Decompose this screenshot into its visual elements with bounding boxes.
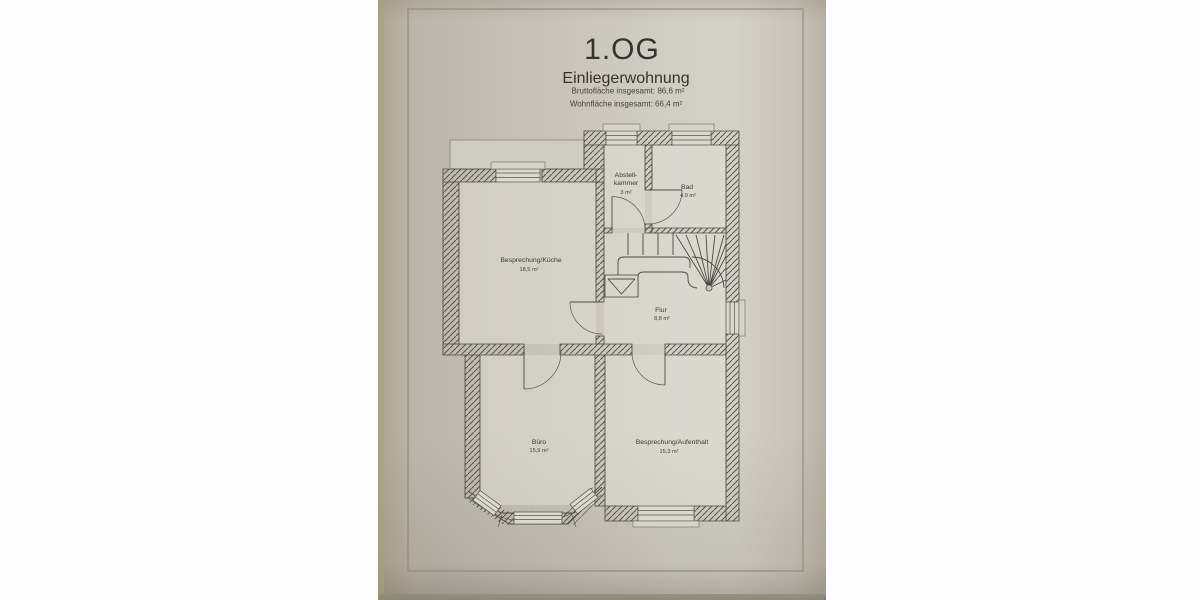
- window-flur-sill: [738, 299, 746, 337]
- area-besprechung-kueche: 18,5 m²: [520, 267, 539, 273]
- living-area-stat: Wohnfläche insgesamt: 66,4 m²: [570, 100, 683, 109]
- window-kueche-sill: [490, 161, 546, 170]
- window-besprechung-aufenthalt: [637, 505, 695, 522]
- area-bad: 4,9 m²: [680, 193, 696, 199]
- stair-handrail: [617, 256, 691, 275]
- window-abstellkammer-glazing: [606, 135, 637, 141]
- label-abstellkammer-line1: Abstell-: [615, 172, 638, 179]
- label-bad: Bad: [681, 184, 693, 191]
- staircase: [604, 233, 727, 298]
- stair-direction-arrow: [607, 278, 636, 295]
- doors: [523, 189, 683, 390]
- room-floor-abstellkammer: [604, 145, 645, 228]
- room-floor-bad: [652, 145, 726, 228]
- door-kueche-flur: [569, 301, 603, 335]
- window-bad-glazing: [672, 135, 711, 141]
- label-besprechung-aufenthalt: Besprechung/Aufenthalt: [636, 439, 709, 446]
- bay-window-center-glazing: [514, 515, 562, 520]
- bay-window-wall: [466, 486, 603, 528]
- label-buero: Büro: [532, 439, 547, 446]
- floor-plan: Abstell- kammer 3 m² Bad 4,9 m² Besprech…: [442, 123, 746, 528]
- window-abstellkammer-sill: [602, 123, 641, 132]
- drawing-frame: [407, 8, 804, 572]
- floor-label: 1.OG: [584, 33, 660, 66]
- door-buero: [523, 351, 562, 390]
- bay-window-left: [472, 490, 502, 516]
- window-flur: [725, 301, 740, 335]
- apartment-subtitle: Einliegerwohnung: [562, 70, 689, 87]
- window-bad: [671, 130, 712, 146]
- window-flur-glazing: [729, 302, 735, 334]
- stair-entry-landing: [604, 274, 639, 298]
- bay-window-right: [569, 487, 599, 515]
- window-kueche: [495, 168, 541, 183]
- window-besprechung-sill: [632, 520, 700, 528]
- windows: [490, 123, 746, 528]
- door-besprechung-aufenthalt: [631, 351, 666, 386]
- bay-window-center: [513, 511, 563, 525]
- stair-treads-straight: [627, 233, 674, 255]
- door-bad: [647, 189, 683, 225]
- window-abstellkammer: [605, 130, 638, 146]
- label-besprechung-kueche: Besprechung/Küche: [500, 257, 561, 264]
- window-besprechung-glazing: [638, 510, 694, 516]
- gross-area-stat: Bruttofläche insgesamt: 86,6 m²: [572, 87, 685, 96]
- stair-newel-post: [705, 284, 713, 292]
- title-block: 1.OG Einliegerwohnung Bruttofläche insge…: [562, 33, 689, 109]
- stair-handrail-sweep: [691, 256, 725, 289]
- label-flur: Flur: [655, 307, 667, 314]
- stair-winder-fan: [675, 234, 727, 289]
- room-labels: Abstell- kammer 3 m² Bad 4,9 m² Besprech…: [500, 172, 708, 455]
- room-floor-buero: [480, 355, 595, 505]
- window-bad-sill: [668, 123, 715, 132]
- window-kueche-glazing: [496, 172, 540, 178]
- room-floor-besprechung-kueche: [459, 182, 596, 344]
- door-abstellkammer: [611, 196, 646, 231]
- area-besprechung-aufenthalt: 15,3 m²: [660, 449, 679, 455]
- area-flur: 8,8 m²: [654, 316, 670, 322]
- room-floor-besprechung-aufenthalt: [605, 355, 726, 506]
- stair-opening-edge: [637, 271, 698, 297]
- area-buero: 15,9 m²: [530, 448, 549, 454]
- paper-left-edge: [378, 0, 384, 600]
- room-floors: [459, 145, 726, 506]
- paper-bottom-shadow: [380, 594, 824, 600]
- bay-facet-ticks: [497, 514, 577, 528]
- area-abstellkammer: 3 m²: [620, 190, 631, 196]
- label-abstellkammer-line2: kammer: [614, 180, 639, 187]
